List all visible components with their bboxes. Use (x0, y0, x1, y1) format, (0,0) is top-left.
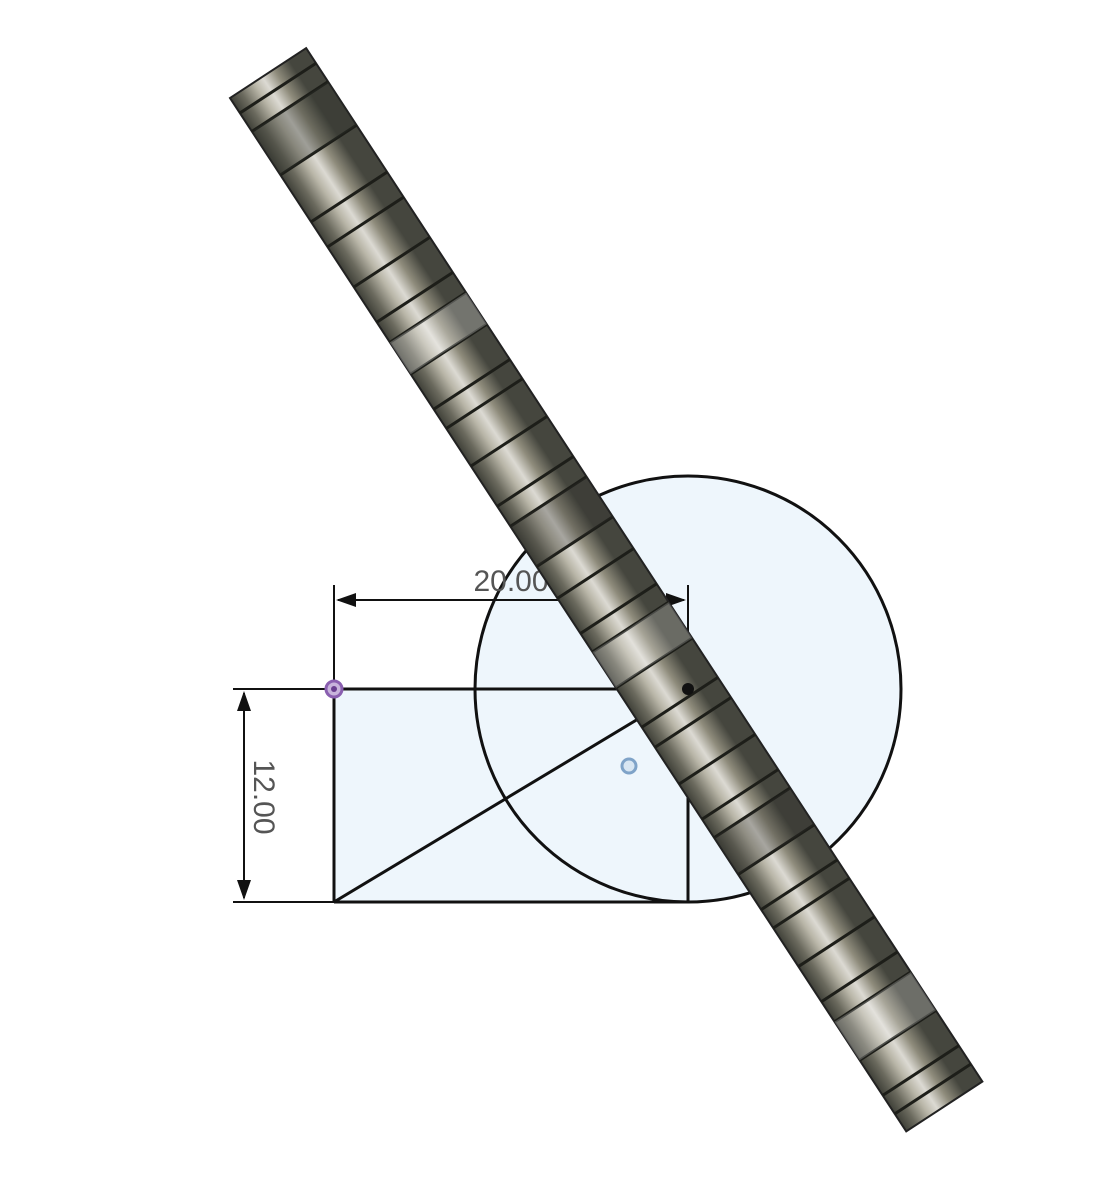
rack-tooth-line (375, 271, 454, 324)
rack-tooth-line (470, 415, 548, 468)
rack-shade-band (510, 476, 613, 567)
rack-tooth-line (496, 455, 575, 508)
dimension-label-vertical[interactable]: 12.00 (247, 759, 280, 834)
sketch-points (324, 679, 694, 775)
rack-tooth-line (797, 915, 876, 968)
diagonal-line[interactable] (333, 687, 689, 904)
rack-shade-band (714, 787, 815, 875)
rack-tooth-line (535, 515, 614, 568)
rack-tooth-line (640, 676, 719, 729)
rack-tooth-line (654, 696, 732, 749)
rack-tooth-line (279, 123, 358, 177)
rack-tooth-line (737, 823, 816, 876)
rack-tooth-line (760, 858, 839, 911)
rack-tooth-line (409, 323, 488, 376)
rack-tooth-line (251, 80, 329, 133)
rack-tooth-line (678, 733, 756, 786)
rack-tooth-line (432, 358, 511, 411)
vertical-dimension[interactable]: 12.00 (233, 688, 334, 903)
rack-shading (251, 81, 936, 1061)
rack-tooth-line (893, 1062, 972, 1116)
rack-tooth-line (326, 195, 405, 249)
rack-tooth-line (858, 1009, 937, 1062)
rack-tooth-line (772, 876, 851, 930)
rack-tooth-line (881, 1044, 960, 1097)
circle-center-point-icon[interactable] (682, 683, 694, 695)
rack-shade-band (389, 292, 487, 375)
rack-tooth-line (833, 970, 912, 1024)
corner-point-icon[interactable] (331, 686, 337, 692)
rack-shade-band (592, 602, 693, 688)
rack-tooth-line (509, 475, 588, 528)
rack-shade-band (251, 81, 357, 175)
rack-tooth-line (389, 291, 467, 344)
midpoint-icon[interactable] (620, 757, 638, 775)
rack-tooth-line (820, 950, 899, 1003)
rack-shade-band (834, 971, 936, 1061)
rack-tooth-line (556, 547, 635, 600)
rack-tooth-line (352, 236, 431, 289)
rack-tooth-line (591, 600, 670, 654)
rack-tooth-line (615, 636, 693, 690)
dimension-label-horizontal[interactable]: 20.00 (473, 565, 548, 598)
rack-tooth-line (239, 61, 317, 115)
rack-tooth-lines (239, 61, 972, 1116)
rack-tooth-line (701, 768, 779, 821)
gear-rack-body[interactable] (228, 46, 984, 1133)
rack-tooth-line (579, 582, 658, 635)
rack-tooth-line (310, 170, 389, 224)
rack-tooth-line (713, 786, 792, 839)
rack-tooth-line (445, 377, 524, 430)
